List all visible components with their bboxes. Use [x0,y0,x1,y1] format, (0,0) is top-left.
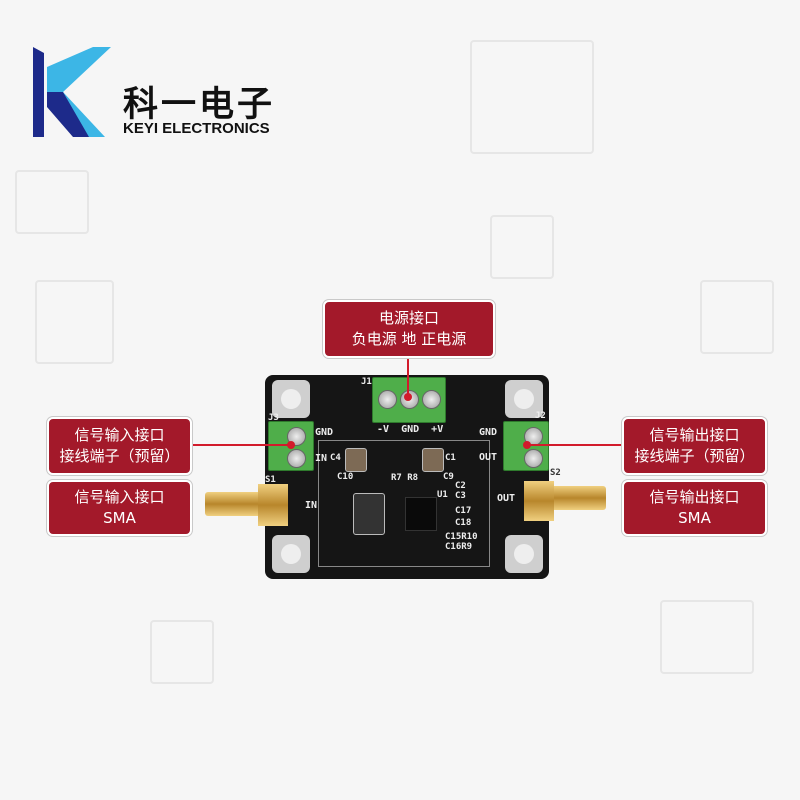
label-in: IN [315,453,328,464]
smd-component [353,493,385,535]
brand-logo [33,47,113,137]
label-s1: S1 [265,475,276,485]
capacitor-c4 [345,448,367,472]
pcb-board: J1 -V GND +V J3 GND IN J2 GND OUT S1 IN … [265,375,561,579]
mounting-hole [505,535,543,573]
screw-icon [287,449,306,468]
ic-u1 [405,497,437,531]
label-j2: J2 [535,411,546,421]
callout-dot [287,441,295,449]
callout-output-sma: 信号输出接口 SMA [622,480,767,536]
silkscreen-outline [318,440,490,567]
background-trace [150,620,214,684]
callout-subtitle: 负电源 地 正电源 [351,330,467,348]
sma-output-connector [550,486,606,510]
sma-output-body [524,481,554,521]
label-u1: U1 [437,490,448,500]
screw-icon [524,449,543,468]
sma-input-connector [205,492,265,516]
screw-icon [422,390,441,409]
callout-subtitle: SMA [103,509,136,527]
background-trace [700,280,774,354]
callout-title: 信号输入接口 [74,488,165,506]
callout-title: 信号输出接口 [649,426,740,444]
capacitor-c1 [422,448,444,472]
label-c2: C2 [455,481,466,491]
callout-dot [523,441,531,449]
callout-subtitle: 接线端子（预留） [634,447,755,465]
callout-dot [404,393,412,401]
background-trace [490,215,554,279]
label-out: OUT [479,452,498,463]
label-c4: C4 [330,453,341,463]
mounting-hole [505,380,543,418]
label-power-pins: -V GND +V [377,424,444,435]
label-in-gnd: GND [315,427,334,438]
label-c3: C3 [455,491,466,501]
label-c15r10: C15R10 [445,532,478,542]
callout-line [190,444,290,446]
callout-input-terminal: 信号输入接口 接线端子（预留） [47,417,192,475]
label-j1: J1 [361,377,372,387]
callout-subtitle: SMA [678,509,711,527]
background-trace [15,170,89,234]
label-c1: C1 [445,453,456,463]
callout-title: 信号输出接口 [649,488,740,506]
label-in-sma: IN [305,500,318,511]
mounting-hole [272,380,310,418]
callout-title: 信号输入接口 [74,426,165,444]
label-c16r9: C16R9 [445,542,473,552]
label-c18: C18 [455,518,472,528]
callout-power: 电源接口 负电源 地 正电源 [323,300,495,358]
background-trace [660,600,754,674]
label-out-sma: OUT [497,493,516,504]
label-out-gnd: GND [479,427,498,438]
callout-input-sma: 信号输入接口 SMA [47,480,192,536]
callout-title: 电源接口 [378,309,439,327]
background-trace [35,280,114,364]
brand-name-en: KEYI ELECTRONICS [123,120,270,137]
label-j3: J3 [268,413,279,423]
callout-output-terminal: 信号输出接口 接线端子（预留） [622,417,767,475]
label-s2: S2 [550,468,561,478]
callout-line [407,355,409,397]
background-trace [470,40,594,154]
callout-line [526,444,622,446]
label-r7r8: R7 R8 [391,473,419,483]
callout-subtitle: 接线端子（预留） [59,447,180,465]
label-c10: C10 [337,472,354,482]
brand-name-cn: 科一电子 [123,85,276,125]
label-c9: C9 [443,472,454,482]
sma-input-body [258,484,288,526]
mounting-hole [272,535,310,573]
label-c17: C17 [455,506,472,516]
input-terminal-j3 [268,421,314,471]
screw-icon [378,390,397,409]
